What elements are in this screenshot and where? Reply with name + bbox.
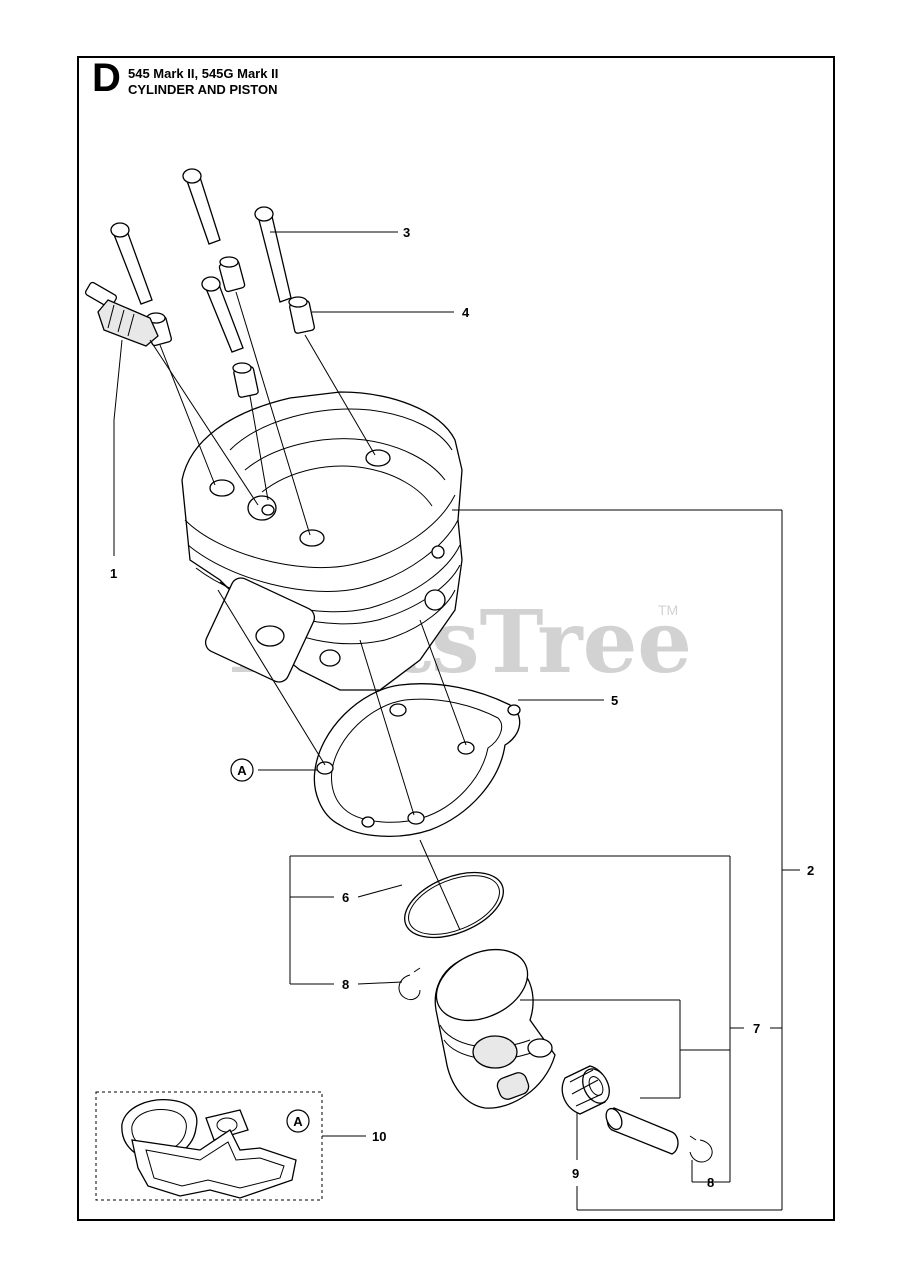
needle-bearing <box>561 1065 610 1115</box>
reference-label: A <box>237 763 247 778</box>
cylinder-base-gasket <box>313 683 521 837</box>
piston-pin <box>605 1107 679 1155</box>
callout-1: 1 <box>110 566 117 581</box>
leader-lines <box>113 231 800 1211</box>
callout-8: 8 <box>342 977 349 992</box>
bolt-bushing <box>232 362 259 398</box>
reference-label: A <box>293 1114 303 1129</box>
cylinder <box>181 391 463 691</box>
diagram-frame <box>77 56 835 1221</box>
callout-2: 2 <box>807 863 814 878</box>
callout-7: 7 <box>753 1021 760 1036</box>
model-title: 545 Mark II, 545G Mark II <box>128 66 279 81</box>
callout-10: 10 <box>372 1129 386 1144</box>
callout-6: 6 <box>342 890 349 905</box>
section-letter: D <box>92 56 121 100</box>
piston <box>434 948 556 1109</box>
cylinder-bolt <box>182 168 221 245</box>
piston-ring <box>404 871 504 939</box>
reference-circle <box>286 1109 310 1133</box>
bolt-bushing <box>288 296 315 334</box>
bolt-bushing <box>218 256 246 293</box>
piston-pin-circlip <box>398 967 421 1001</box>
gasket-kit <box>95 1091 323 1201</box>
assembly-title: CYLINDER AND PISTON <box>128 82 278 97</box>
callout-4: 4 <box>462 305 470 320</box>
piston-pin-circlip <box>689 1135 713 1163</box>
watermark-tm: TM <box>658 602 678 618</box>
cylinder-bolt <box>110 222 153 305</box>
cylinder-bolt <box>201 276 244 353</box>
callout-9: 9 <box>572 1166 579 1181</box>
callout-8: 8 <box>707 1175 714 1190</box>
callout-5: 5 <box>611 693 618 708</box>
cylinder-bolt <box>254 206 292 303</box>
reference-circle <box>230 758 254 782</box>
spark-plug <box>84 281 159 347</box>
callout-3: 3 <box>403 225 410 240</box>
